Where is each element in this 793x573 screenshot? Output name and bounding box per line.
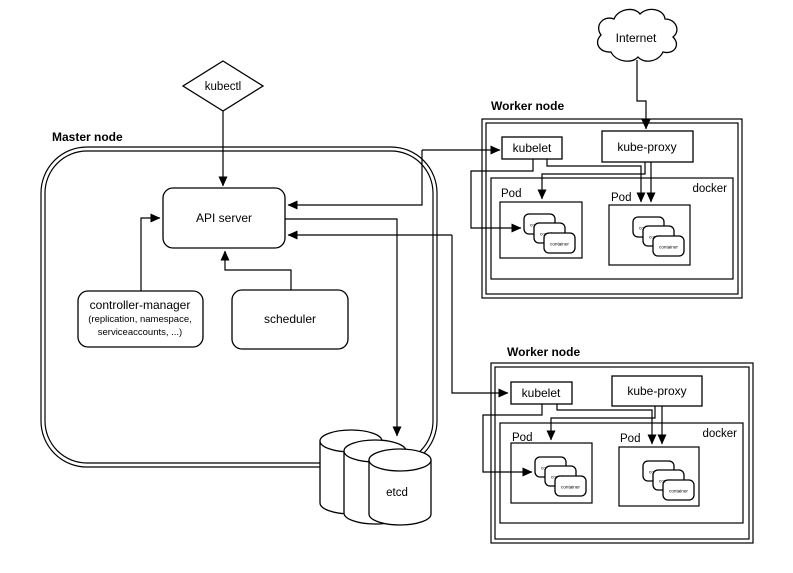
master-node: Master node — [40, 130, 438, 468]
kubectl-label: kubectl — [205, 81, 241, 93]
edge-kubelet2-to-pod1-containers — [482, 404, 543, 477]
api-server-label: API server — [196, 211, 252, 225]
container-card — [652, 235, 685, 257]
container-card — [543, 232, 576, 254]
edge-kubelet1-to-pod1-containers — [470, 159, 534, 233]
worker-node-2-docker-box — [499, 422, 744, 524]
edge-scheduler-to-api-server — [220, 250, 292, 290]
worker-node-1-kube-proxy-box — [601, 130, 694, 163]
master-node-label: Master node — [52, 130, 123, 144]
pod-label: Pod — [512, 432, 532, 444]
control-plane-edges — [287, 145, 509, 398]
worker-node-2-border-outer — [490, 362, 754, 544]
edge-kube-proxy1-to-pod1 — [537, 162, 646, 200]
etcd: etcd — [285, 218, 432, 526]
worker-node-1-label: Worker node — [491, 99, 564, 113]
worker-node-1: Worker node docker kubelet kube-proxy Po… — [470, 99, 743, 299]
worker-node-1-pod-2: Pod container container container — [608, 192, 691, 266]
worker-node-2-kube-proxy-box — [611, 375, 703, 407]
api-server: API server — [162, 187, 286, 249]
worker-node-1-border-inner — [485, 122, 739, 295]
worker-node-2: Worker node docker kubelet kube-proxy Po… — [482, 345, 754, 544]
edge-kubelet1-to-api-server — [287, 150, 423, 210]
container-card — [554, 475, 587, 497]
worker-node-2-pod-2: Pod container container container — [618, 433, 700, 507]
container-label: container — [669, 489, 688, 494]
worker-node-1-kube-proxy-label: kube-proxy — [617, 140, 676, 154]
master-node-border-outer — [40, 146, 438, 468]
pod-label: Pod — [501, 188, 521, 200]
controller-manager-detail-2: serviceaccounts, ...) — [98, 327, 182, 338]
edge-api-server-to-etcd — [285, 218, 402, 437]
container-card — [662, 479, 695, 501]
edge-kubelet2-to-pod2 — [556, 404, 657, 445]
worker-node-2-pod-1: Pod container container container — [510, 432, 593, 504]
api-server-box — [162, 187, 286, 249]
pod-box — [618, 446, 700, 507]
scheduler-box — [231, 289, 349, 350]
worker-node-2-kube-proxy-label: kube-proxy — [627, 384, 686, 398]
internet-label: Internet — [616, 31, 657, 45]
pod-box — [499, 201, 583, 259]
worker-node-2-border-inner — [494, 366, 750, 540]
worker-node-2-label: Worker node — [507, 345, 580, 359]
worker-node-1-pod-1: Pod container container container — [499, 188, 583, 259]
worker-node-2-docker-label: docker — [702, 428, 737, 440]
kubectl-node: kubectl — [181, 60, 265, 187]
controller-manager-detail-1: (replication, namespace, — [88, 314, 192, 325]
worker-node-1-kubelet-box — [501, 136, 563, 160]
worker-node-1-kubelet-label: kubelet — [513, 141, 552, 155]
worker-node-1-border-outer — [481, 118, 743, 299]
pod-box — [510, 442, 593, 504]
container-label: container — [550, 242, 569, 247]
controller-manager-label: controller-manager — [90, 298, 191, 312]
internet-cloud — [596, 8, 678, 62]
etcd-label: etcd — [386, 487, 408, 499]
etcd-cylinder-front — [368, 448, 432, 526]
scheduler: scheduler — [220, 250, 349, 350]
edge-kubelet1-to-pod2 — [546, 159, 646, 203]
pod-label: Pod — [620, 433, 640, 445]
container-label: container — [659, 245, 678, 250]
scheduler-label: scheduler — [264, 312, 316, 326]
controller-manager: controller-manager (replication, namespa… — [77, 213, 204, 348]
pod-label: Pod — [611, 192, 631, 204]
edge-api-server-to-kubelet2 — [451, 235, 509, 398]
edge-controller-manager-to-api-server — [140, 213, 161, 291]
internet: Internet — [596, 8, 678, 130]
worker-node-2-kubelet-label: kubelet — [522, 386, 561, 400]
edge-internet-to-kube-proxy — [636, 60, 651, 130]
master-node-border-inner — [44, 150, 434, 464]
edge-kube-proxy2-to-pod1 — [546, 406, 656, 441]
pod-box — [608, 204, 691, 266]
worker-node-1-docker-label: docker — [692, 183, 727, 195]
container-label: container — [561, 485, 580, 490]
